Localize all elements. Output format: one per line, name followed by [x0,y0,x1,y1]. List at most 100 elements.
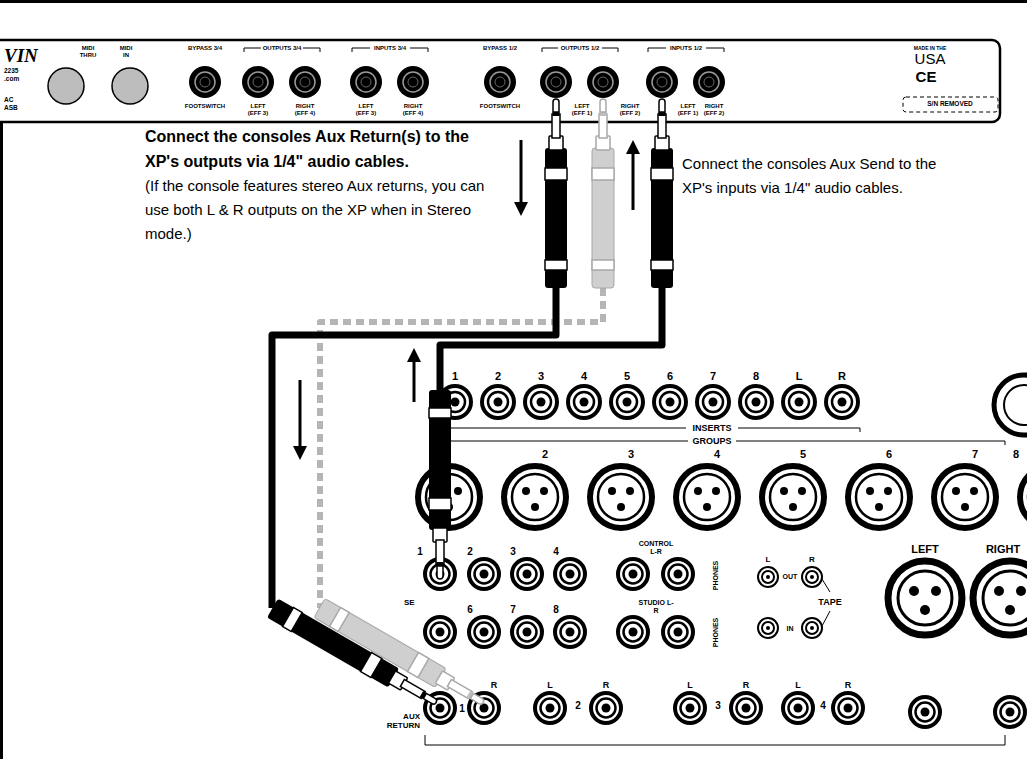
jack-label: L [766,555,771,565]
jack-label: R [491,680,498,691]
jack-label: TAPE [818,597,841,608]
brand-logo: VIN [4,45,38,67]
channel-number: 8 [1013,448,1019,461]
jack-label: OUTPUTS 3/4 [263,45,302,52]
jack-label: RIGHT (EFF 2) [700,103,728,117]
section-label: LEFT [911,543,939,556]
channel-number: 7 [510,604,516,616]
serial-label: S/N REMOVED [927,100,973,108]
group-xlr [762,466,824,528]
insert-jack [482,386,514,418]
aux-return-jack [833,693,863,723]
channel-number: 2 [495,370,501,383]
jack [587,66,619,98]
insert-jack [826,386,858,418]
instruction-note: (If the console features stereo Aux retu… [145,174,505,246]
jack-label: LEFT (EFF 3) [244,103,272,117]
jack-label: BYPASS 1/2 [483,45,517,52]
jack [540,66,572,98]
rca-jack [802,567,822,587]
jack-label: LEFT (EFF 3) [352,103,380,117]
main-xlr [888,561,962,635]
send-jack [555,617,585,647]
insert-jack [697,386,729,418]
control-jack [663,559,693,589]
insert-jack [525,386,557,418]
jack-label: BYPASS 3/4 [188,45,222,52]
studio-jack [663,617,693,647]
main-jack [995,697,1025,727]
jack [646,66,678,98]
rca-jack [758,618,778,638]
channel-number: 7 [710,370,716,383]
jack-label: RIGHT (EFF 4) [291,103,319,117]
jack [189,66,221,98]
group-xlr [934,466,996,528]
jack-label: PHONES [712,560,721,590]
section-label: AUX RETURN [372,712,420,730]
channel-number: 8 [753,370,759,383]
insert-jack [568,386,600,418]
rca-jack [758,567,778,587]
section-label: GROUPS [692,436,731,447]
jack-label: OUT [783,572,798,581]
frame-top [0,0,1027,3]
group-xlr [504,466,566,528]
send-jack [469,559,499,589]
aux-return-jack [731,693,761,723]
channel-number: 2 [575,700,581,712]
aux-return-jack [591,693,621,723]
effects-rear-panel [0,40,1000,122]
channel-number: 5 [624,370,630,383]
group-xlr [848,466,910,528]
aux-return-jack [675,693,705,723]
jack [350,66,382,98]
plug [651,99,673,288]
rca-jack [802,618,822,638]
jack-label: RIGHT (EFF 4) [399,103,427,117]
jack [484,66,516,98]
jack-label: R [809,555,815,565]
jack [397,66,429,98]
channel-number: 2 [542,448,548,461]
insert-jack [783,386,815,418]
channel-number: 4 [820,700,826,712]
send-jack [512,617,542,647]
group-xlr [1020,466,1027,528]
insert-jack [654,386,686,418]
jack-label: L [795,680,801,691]
send-jack [555,559,585,589]
channel-number: 2 [467,546,473,558]
plug [429,390,451,579]
channel-number: 6 [467,604,473,616]
channel-number: 8 [553,604,559,616]
jack-label: CONTROL L-R [638,540,675,556]
studio-jack [618,617,648,647]
frame-left [0,122,3,759]
jack-label: FOOTSWITCH [185,103,225,110]
jack-label: LEFT (EFF 1) [568,103,596,117]
jack-label: MIDI THRU [77,45,99,59]
fine-print: .com [4,75,19,83]
plug [592,99,614,288]
send-jack [425,617,455,647]
insert-jack [740,386,772,418]
jack-label: IN [787,624,794,633]
jack-label: MIDI IN [117,45,135,59]
channel-number: 1 [452,370,458,383]
jack-label: RIGHT (EFF 2) [616,103,644,117]
jack-label: INPUTS 1/2 [670,45,702,52]
jack-label: INPUTS 3/4 [374,45,406,52]
main-xlr [973,561,1027,635]
aux-return-jack [535,693,565,723]
channel-number: 3 [538,370,544,383]
send-jack [469,617,499,647]
channel-number: 7 [972,448,978,461]
fine-print: 2235 [4,67,18,75]
plug [267,598,442,712]
channel-number: 3 [628,448,634,461]
jack [693,66,725,98]
panel-jacks [189,66,725,98]
section-label: INSERTS [692,423,731,434]
